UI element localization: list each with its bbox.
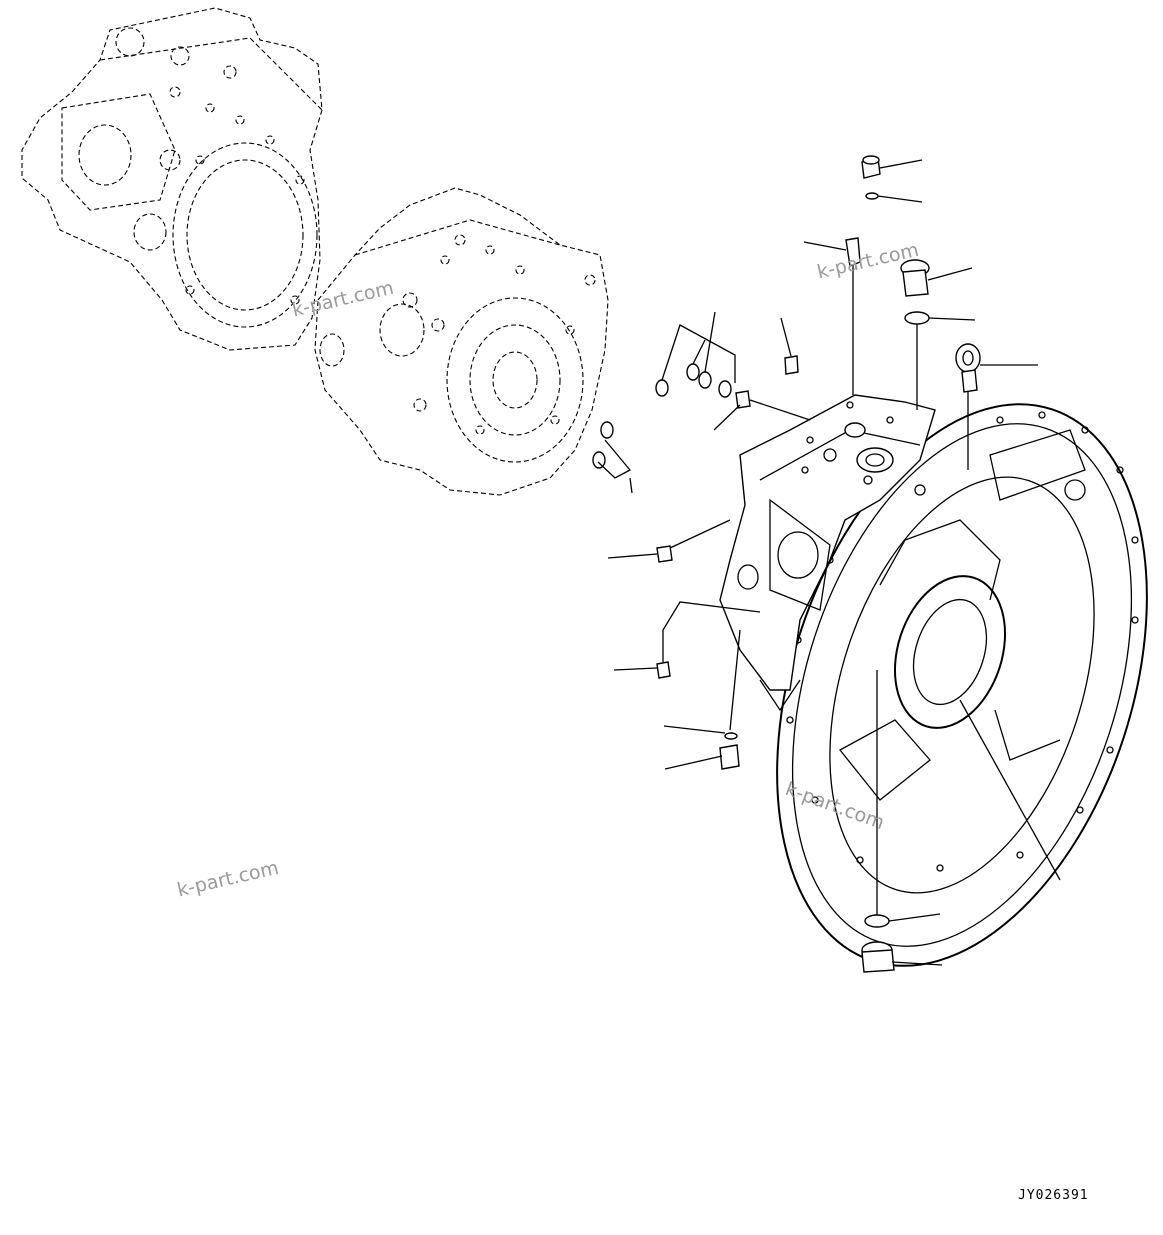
plug-large xyxy=(900,259,930,297)
o-ring-small xyxy=(724,732,738,740)
ghost-pump-front-view xyxy=(314,187,609,496)
o-ring-bottom xyxy=(864,914,890,928)
drain-plug-bottom xyxy=(861,941,895,973)
leader-lines xyxy=(597,159,1061,966)
small-plug-1 xyxy=(784,355,799,375)
drawing-code: JY026391 xyxy=(1018,1188,1089,1203)
o-ring-set-1 xyxy=(655,379,669,397)
o-ring-large xyxy=(904,311,930,325)
ghost-pump-rear-view xyxy=(21,7,323,351)
o-ring-pair-1 xyxy=(600,421,614,439)
small-plug-2 xyxy=(735,390,751,409)
o-ring-set-2 xyxy=(686,363,700,381)
eye-bolt xyxy=(955,343,981,393)
o-ring-set-4 xyxy=(718,380,732,398)
main-pump-body xyxy=(719,394,936,712)
fitting-top xyxy=(845,237,861,267)
flywheel-housing xyxy=(776,403,1148,967)
o-ring-set-3 xyxy=(698,371,712,389)
o-ring-top xyxy=(865,192,879,200)
small-plug-4 xyxy=(656,661,671,679)
o-ring-pair-2 xyxy=(592,451,606,469)
plug-lower-left xyxy=(719,744,740,770)
plug-top xyxy=(861,155,881,179)
small-plug-3 xyxy=(656,545,673,563)
